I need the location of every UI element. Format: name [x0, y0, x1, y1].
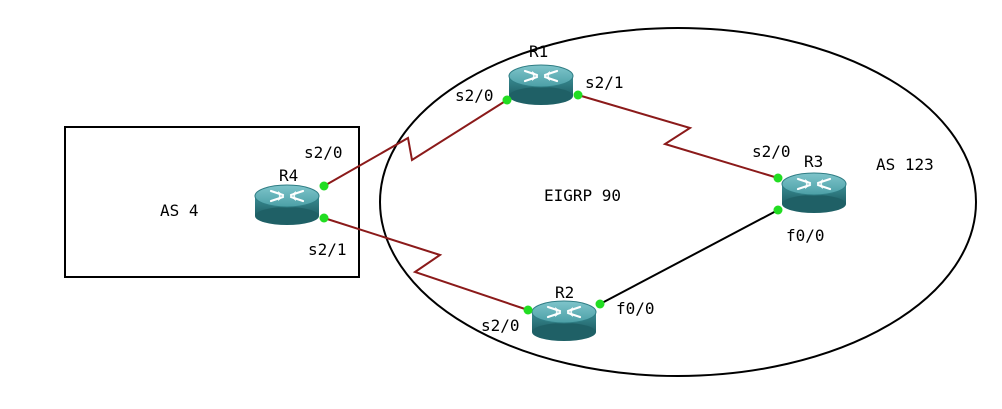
iface-label-r1-s20: s2/0: [455, 86, 494, 105]
router-icon: [253, 183, 321, 227]
router-icon: [780, 171, 848, 215]
port-dot-r2-s20: [523, 305, 533, 315]
port-dot-r1-s20: [502, 95, 512, 105]
router-r1[interactable]: [507, 63, 575, 107]
link-r4-r1-serial: [323, 99, 508, 187]
router-r2[interactable]: [530, 299, 598, 343]
port-dot-r3-f00: [773, 205, 783, 215]
router-label-r4: R4: [279, 166, 298, 185]
link-r4-r2-serial: [323, 217, 529, 311]
router-icon: [507, 63, 575, 107]
port-dot-r3-s20: [773, 173, 783, 183]
iface-label-r3-s20: s2/0: [752, 142, 791, 161]
as4-label: AS 4: [160, 201, 199, 220]
router-label-r3: R3: [804, 152, 823, 171]
link-r2-r3-ethernet: [599, 209, 779, 305]
router-icon: [530, 299, 598, 343]
as4-region-box: [64, 126, 360, 278]
iface-label-r4-s20: s2/0: [304, 143, 343, 162]
port-dot-r1-s21: [573, 90, 583, 100]
as123-label: AS 123: [876, 155, 934, 174]
link-r1-r3-serial: [577, 94, 779, 179]
port-dot-r2-f00: [595, 299, 605, 309]
router-r3[interactable]: [780, 171, 848, 215]
iface-label-r1-s21: s2/1: [585, 73, 624, 92]
router-label-r1: R1: [529, 42, 548, 61]
iface-label-r2-f00: f0/0: [616, 299, 655, 318]
iface-label-r2-s20: s2/0: [481, 316, 520, 335]
router-r4[interactable]: [253, 183, 321, 227]
eigrp-label: EIGRP 90: [544, 186, 621, 205]
port-dot-r4-s21: [319, 213, 329, 223]
as123-region-ellipse: [379, 27, 977, 377]
iface-label-r3-f00: f0/0: [786, 226, 825, 245]
router-label-r2: R2: [555, 283, 574, 302]
iface-label-r4-s21: s2/1: [308, 240, 347, 259]
port-dot-r4-s20: [319, 181, 329, 191]
